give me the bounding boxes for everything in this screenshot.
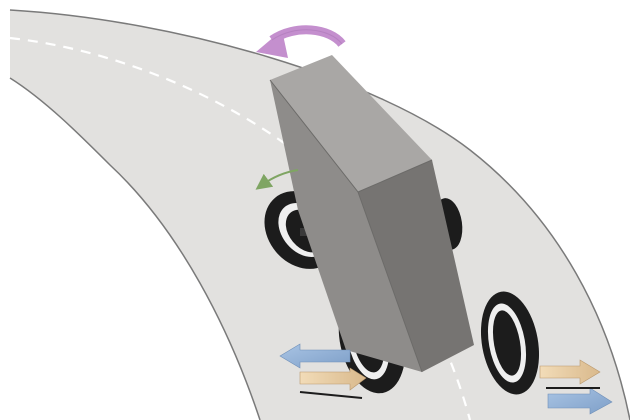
yaw-rotation-arrow-icon <box>256 30 342 58</box>
